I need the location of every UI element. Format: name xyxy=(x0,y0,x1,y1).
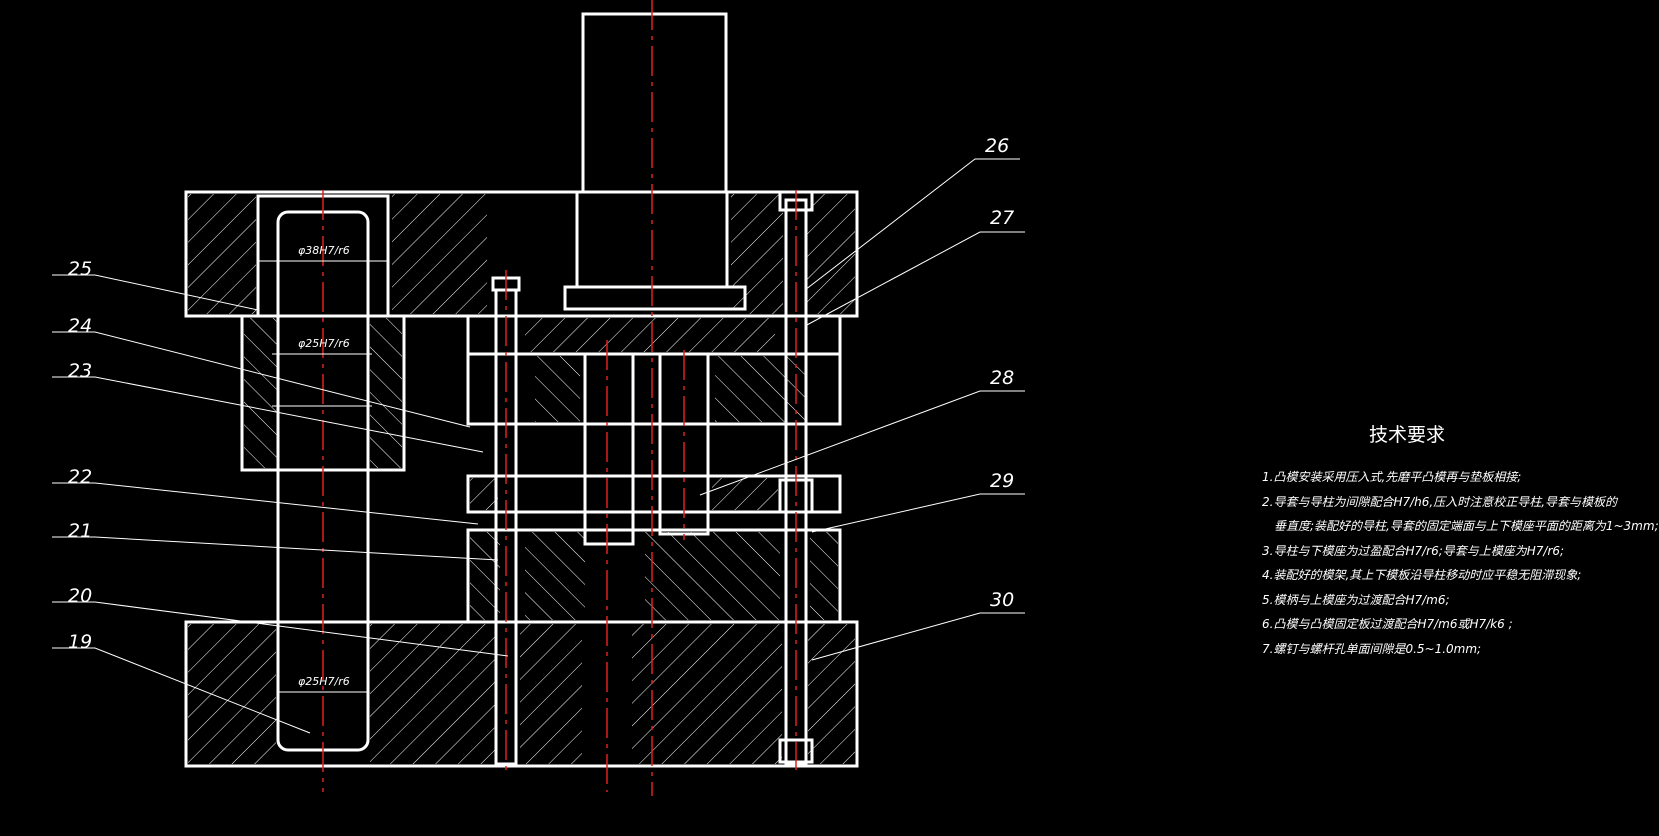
note-item: 垂直度;装配好的导柱,导套的固定端面与上下模座平面的距离为1~3mm; xyxy=(1274,519,1659,533)
part-number-30: 30 xyxy=(990,589,1014,611)
note-item: 4.装配好的模架,其上下模板沿导柱移动时应平稳无阻滞现象; xyxy=(1262,568,1582,582)
leader-lines xyxy=(52,158,1025,734)
note-item: 1.凸模安装采用压入式,先磨平凸模再与垫板相接; xyxy=(1262,470,1522,484)
note-item: 3.导柱与下模座为过盈配合H7/r6;导套与上模座为H7/r6; xyxy=(1262,543,1565,558)
part-number-22: 22 xyxy=(68,466,92,488)
dim-guide-bush: φ38H7/r6 xyxy=(298,244,350,257)
part-number-23: 23 xyxy=(68,360,92,382)
die-plate xyxy=(466,528,842,624)
part-number-21: 21 xyxy=(68,520,92,542)
upper-die-seat xyxy=(184,190,859,318)
note-item: 6.凸模与凸模固定板过渡配合H7/m6或H7/k6 ; xyxy=(1262,617,1513,631)
die-assembly-drawing: φ38H7/r6 φ25H7/r6 φ25H7/r6 19 20 21 22 2… xyxy=(52,0,1025,796)
lower-die-seat xyxy=(184,620,859,768)
part-number-24: 24 xyxy=(68,315,92,337)
backing-plate xyxy=(466,314,842,356)
center-lines xyxy=(322,0,797,796)
part-number-27: 27 xyxy=(990,207,1014,229)
part-number-19: 19 xyxy=(68,631,92,653)
punch xyxy=(583,352,710,546)
dim-guide-pillar-lower: φ25H7/r6 xyxy=(298,675,350,688)
part-number-28: 28 xyxy=(990,367,1014,389)
stripper-plate xyxy=(466,474,842,514)
notes-title: 技术要求 xyxy=(1368,424,1445,446)
punch-fixing-plate xyxy=(466,352,842,426)
part-number-26: 26 xyxy=(985,135,1009,157)
dimension-lines xyxy=(258,260,388,693)
part-number-20: 20 xyxy=(68,585,92,607)
note-item: 7.螺钉与螺杆孔单面间隙是0.5~1.0mm; xyxy=(1262,641,1482,656)
die-shank xyxy=(563,12,747,311)
technical-requirements: 技术要求 1.凸模安装采用压入式,先磨平凸模再与垫板相接; 2.导套与导柱为间隙… xyxy=(1262,420,1659,661)
note-item: 2.导套与导柱为间隙配合H7/h6,压入时注意校正导柱,导套与模板的 xyxy=(1262,494,1618,509)
part-number-29: 29 xyxy=(990,470,1014,492)
note-item: 5.模柄与上模座为过渡配合H7/m6; xyxy=(1262,592,1450,607)
part-number-25: 25 xyxy=(68,258,92,280)
dim-guide-pillar-upper: φ25H7/r6 xyxy=(298,337,350,350)
